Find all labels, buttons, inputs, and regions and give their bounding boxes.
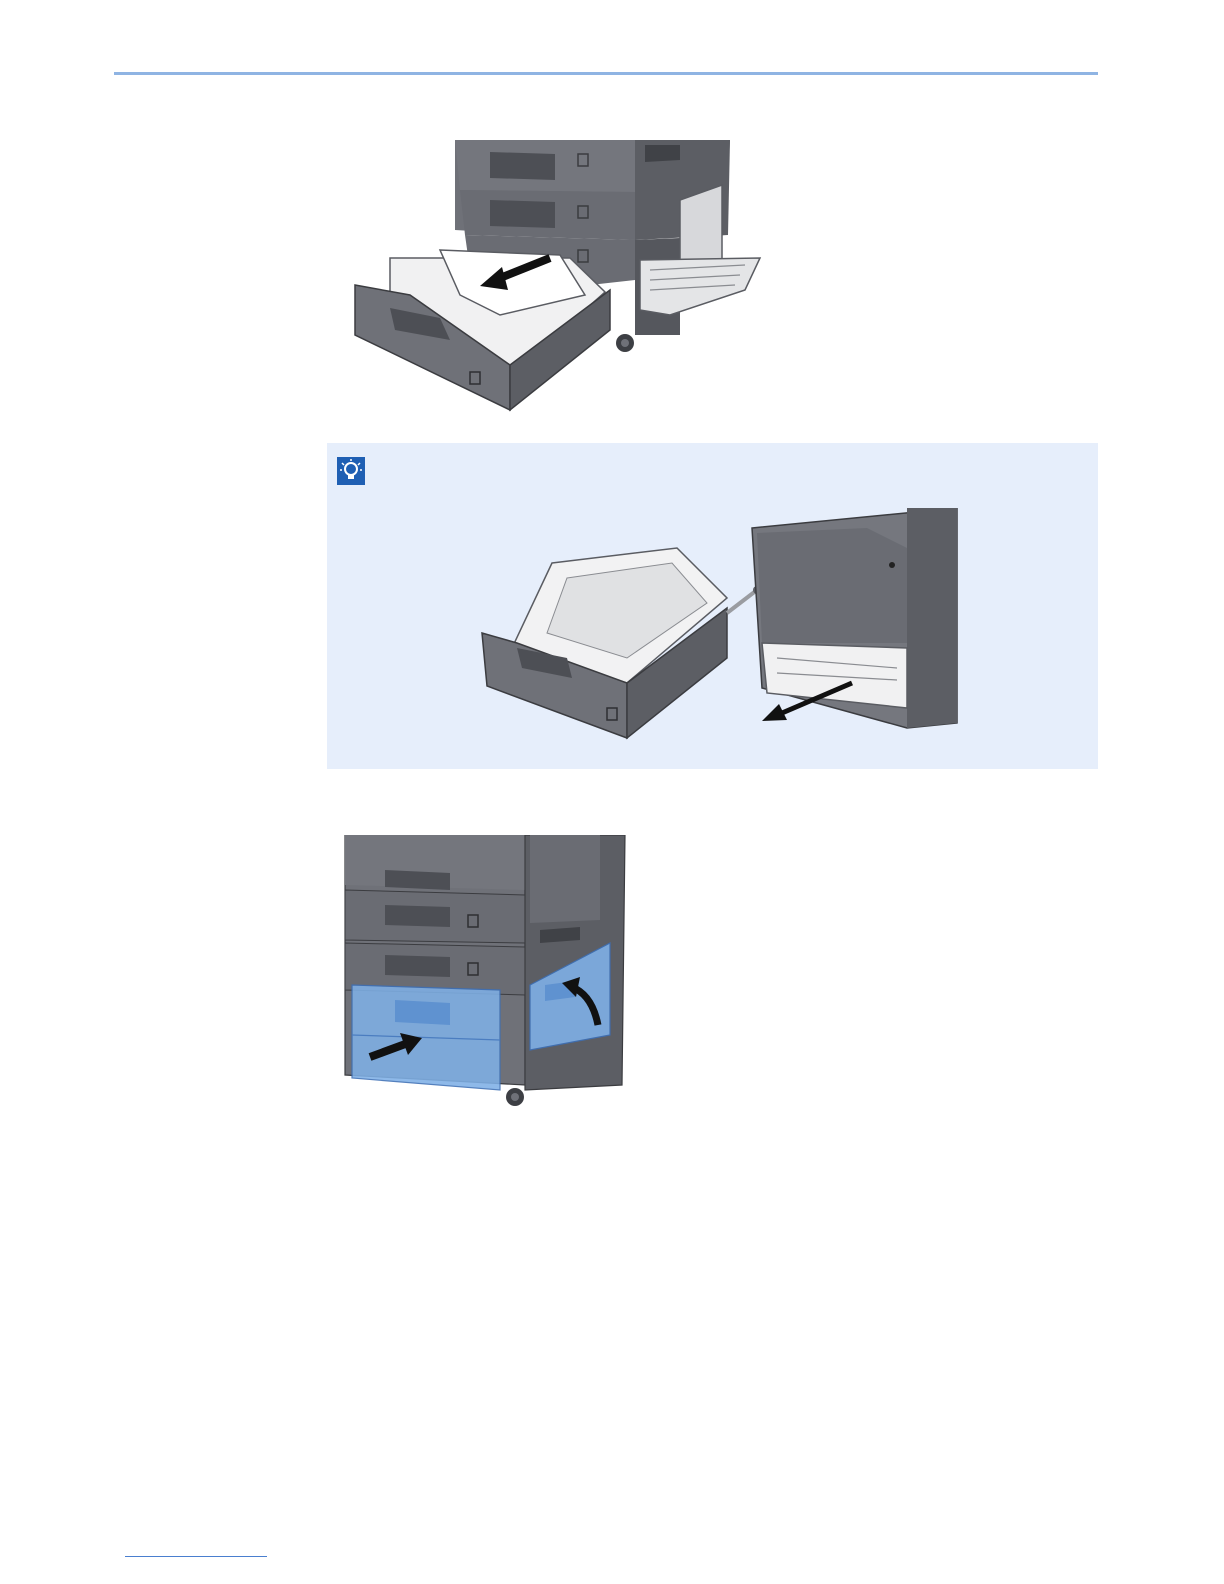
removed-cassette (482, 548, 761, 738)
footer-link-rule (125, 1556, 267, 1557)
header-rule (114, 72, 1098, 75)
figure-close-cassette-and-cover (340, 835, 630, 1110)
highlighted-cassette (352, 985, 500, 1090)
figure-pull-out-cassette (477, 508, 967, 753)
figure-remove-jammed-paper (350, 140, 770, 415)
note-lightbulb-icon (337, 457, 365, 485)
pulled-out-cassette (355, 250, 610, 410)
note-box (327, 443, 1098, 769)
machine-body (752, 508, 957, 728)
